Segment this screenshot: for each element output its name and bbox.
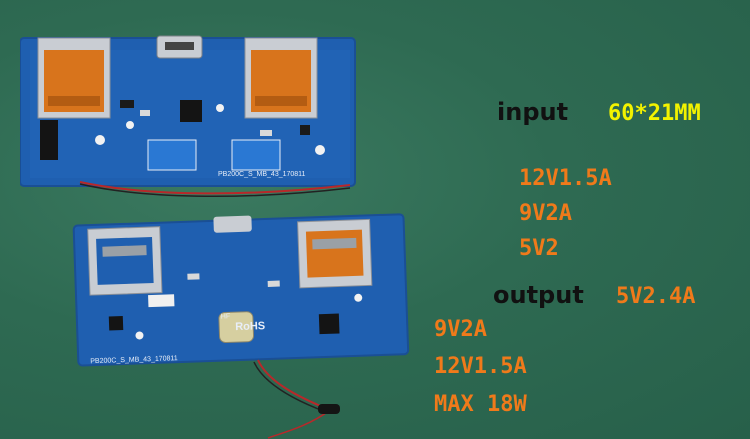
input-value-3: 5V2 bbox=[519, 236, 559, 261]
usb-a-port-bottom-left bbox=[87, 226, 163, 296]
bottom-pcb-board: RoHS HF PB200C_S_MB_43_170811 bbox=[68, 212, 418, 439]
bottom-board-silkscreen: PB200C_S_MB_43_170811 bbox=[90, 355, 178, 365]
hf-mark: HF bbox=[221, 313, 231, 320]
top-pcb-board: PB200C_S_MB_43_170811 bbox=[20, 30, 360, 200]
rohs-mark: RoHS bbox=[235, 320, 265, 333]
usb-a-port-right bbox=[244, 37, 318, 119]
input-label: input bbox=[497, 98, 569, 126]
input-value-2: 9V2A bbox=[519, 201, 572, 226]
output-value-3: 12V1.5A bbox=[434, 354, 527, 379]
output-value-2: 9V2A bbox=[434, 317, 487, 342]
input-value-1: 12V1.5A bbox=[519, 166, 612, 191]
output-value-1: 5V2.4A bbox=[616, 284, 696, 309]
usb-a-port-bottom-right bbox=[297, 218, 373, 289]
usb-a-port-left bbox=[37, 37, 111, 119]
board-size: 60*21MM bbox=[608, 101, 701, 126]
top-board-silkscreen: PB200C_S_MB_43_170811 bbox=[218, 171, 306, 178]
max-power: MAX 18W bbox=[434, 392, 527, 417]
output-label: output bbox=[493, 281, 584, 309]
